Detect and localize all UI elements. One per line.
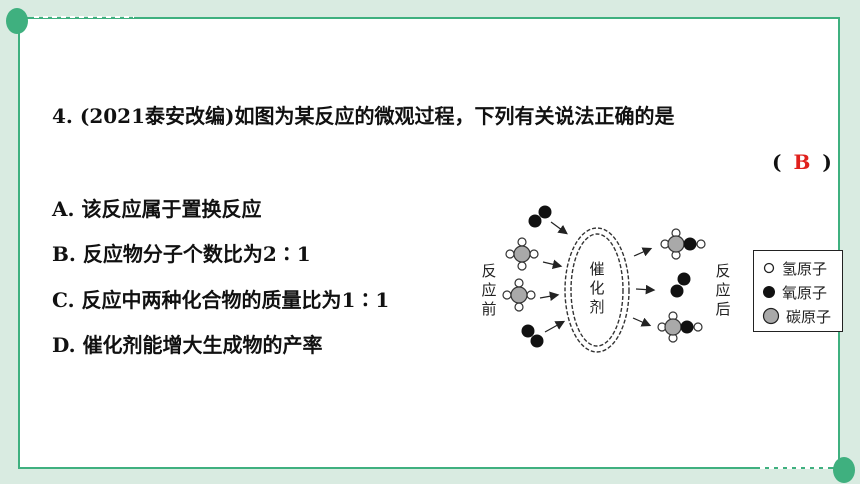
before-reaction-label: 反 应 前	[481, 262, 497, 318]
option-c-label: C.	[52, 288, 75, 312]
option-c[interactable]: C. 反应中两种化合物的质量比为1∶1	[52, 284, 389, 313]
legend-hydrogen: 氢原子	[762, 257, 827, 279]
question-stem: 4. (2021泰安改编)如图为某反应的微观过程，下列有关说法正确的是	[52, 100, 674, 129]
option-c-text: 反应中两种化合物的质量比为1∶1	[81, 288, 390, 312]
legend-carbon: 碳原子	[762, 305, 831, 327]
answer-open-paren: (	[772, 150, 782, 174]
answer-bracket: ( B)	[772, 150, 832, 174]
option-b[interactable]: B. 反应物分子个数比为2∶1	[52, 238, 311, 267]
question-source: (2021泰安改编)	[79, 104, 235, 128]
legend-oxygen-text: 氧原子	[782, 283, 828, 302]
question-text: 如图为某反应的微观过程，下列有关说法正确的是	[234, 104, 675, 128]
question-number: 4.	[52, 104, 73, 128]
after-reaction-label: 反 应 后	[715, 262, 731, 318]
answer-close-paren: )	[822, 150, 832, 174]
corner-dot-bottom-right	[833, 457, 855, 483]
option-a-text: 该反应属于置换反应	[81, 197, 262, 221]
option-a-label: A.	[52, 197, 75, 221]
corner-dot-top-left	[6, 8, 28, 34]
decorative-dashes-bottom	[760, 467, 830, 469]
option-b-text: 反应物分子个数比为2∶1	[82, 242, 311, 266]
option-d[interactable]: D. 催化剂能增大生成物的产率	[52, 329, 323, 358]
carbon-atom-icon	[762, 307, 780, 325]
answer-letter: B	[793, 150, 811, 174]
catalyst-label: 催 化 剂	[589, 260, 605, 316]
atom-legend: 氢原子 氧原子 碳原子	[753, 250, 843, 332]
hydrogen-atom-icon	[763, 262, 775, 274]
option-b-label: B.	[52, 242, 76, 266]
option-a[interactable]: A. 该反应属于置换反应	[52, 193, 261, 222]
option-d-label: D.	[52, 333, 76, 357]
decorative-dashes-top	[34, 16, 134, 18]
legend-carbon-text: 碳原子	[786, 307, 832, 326]
legend-hydrogen-text: 氢原子	[782, 259, 828, 278]
option-d-text: 催化剂能增大生成物的产率	[82, 333, 323, 357]
oxygen-atom-icon	[763, 286, 775, 298]
legend-oxygen: 氧原子	[762, 281, 827, 303]
